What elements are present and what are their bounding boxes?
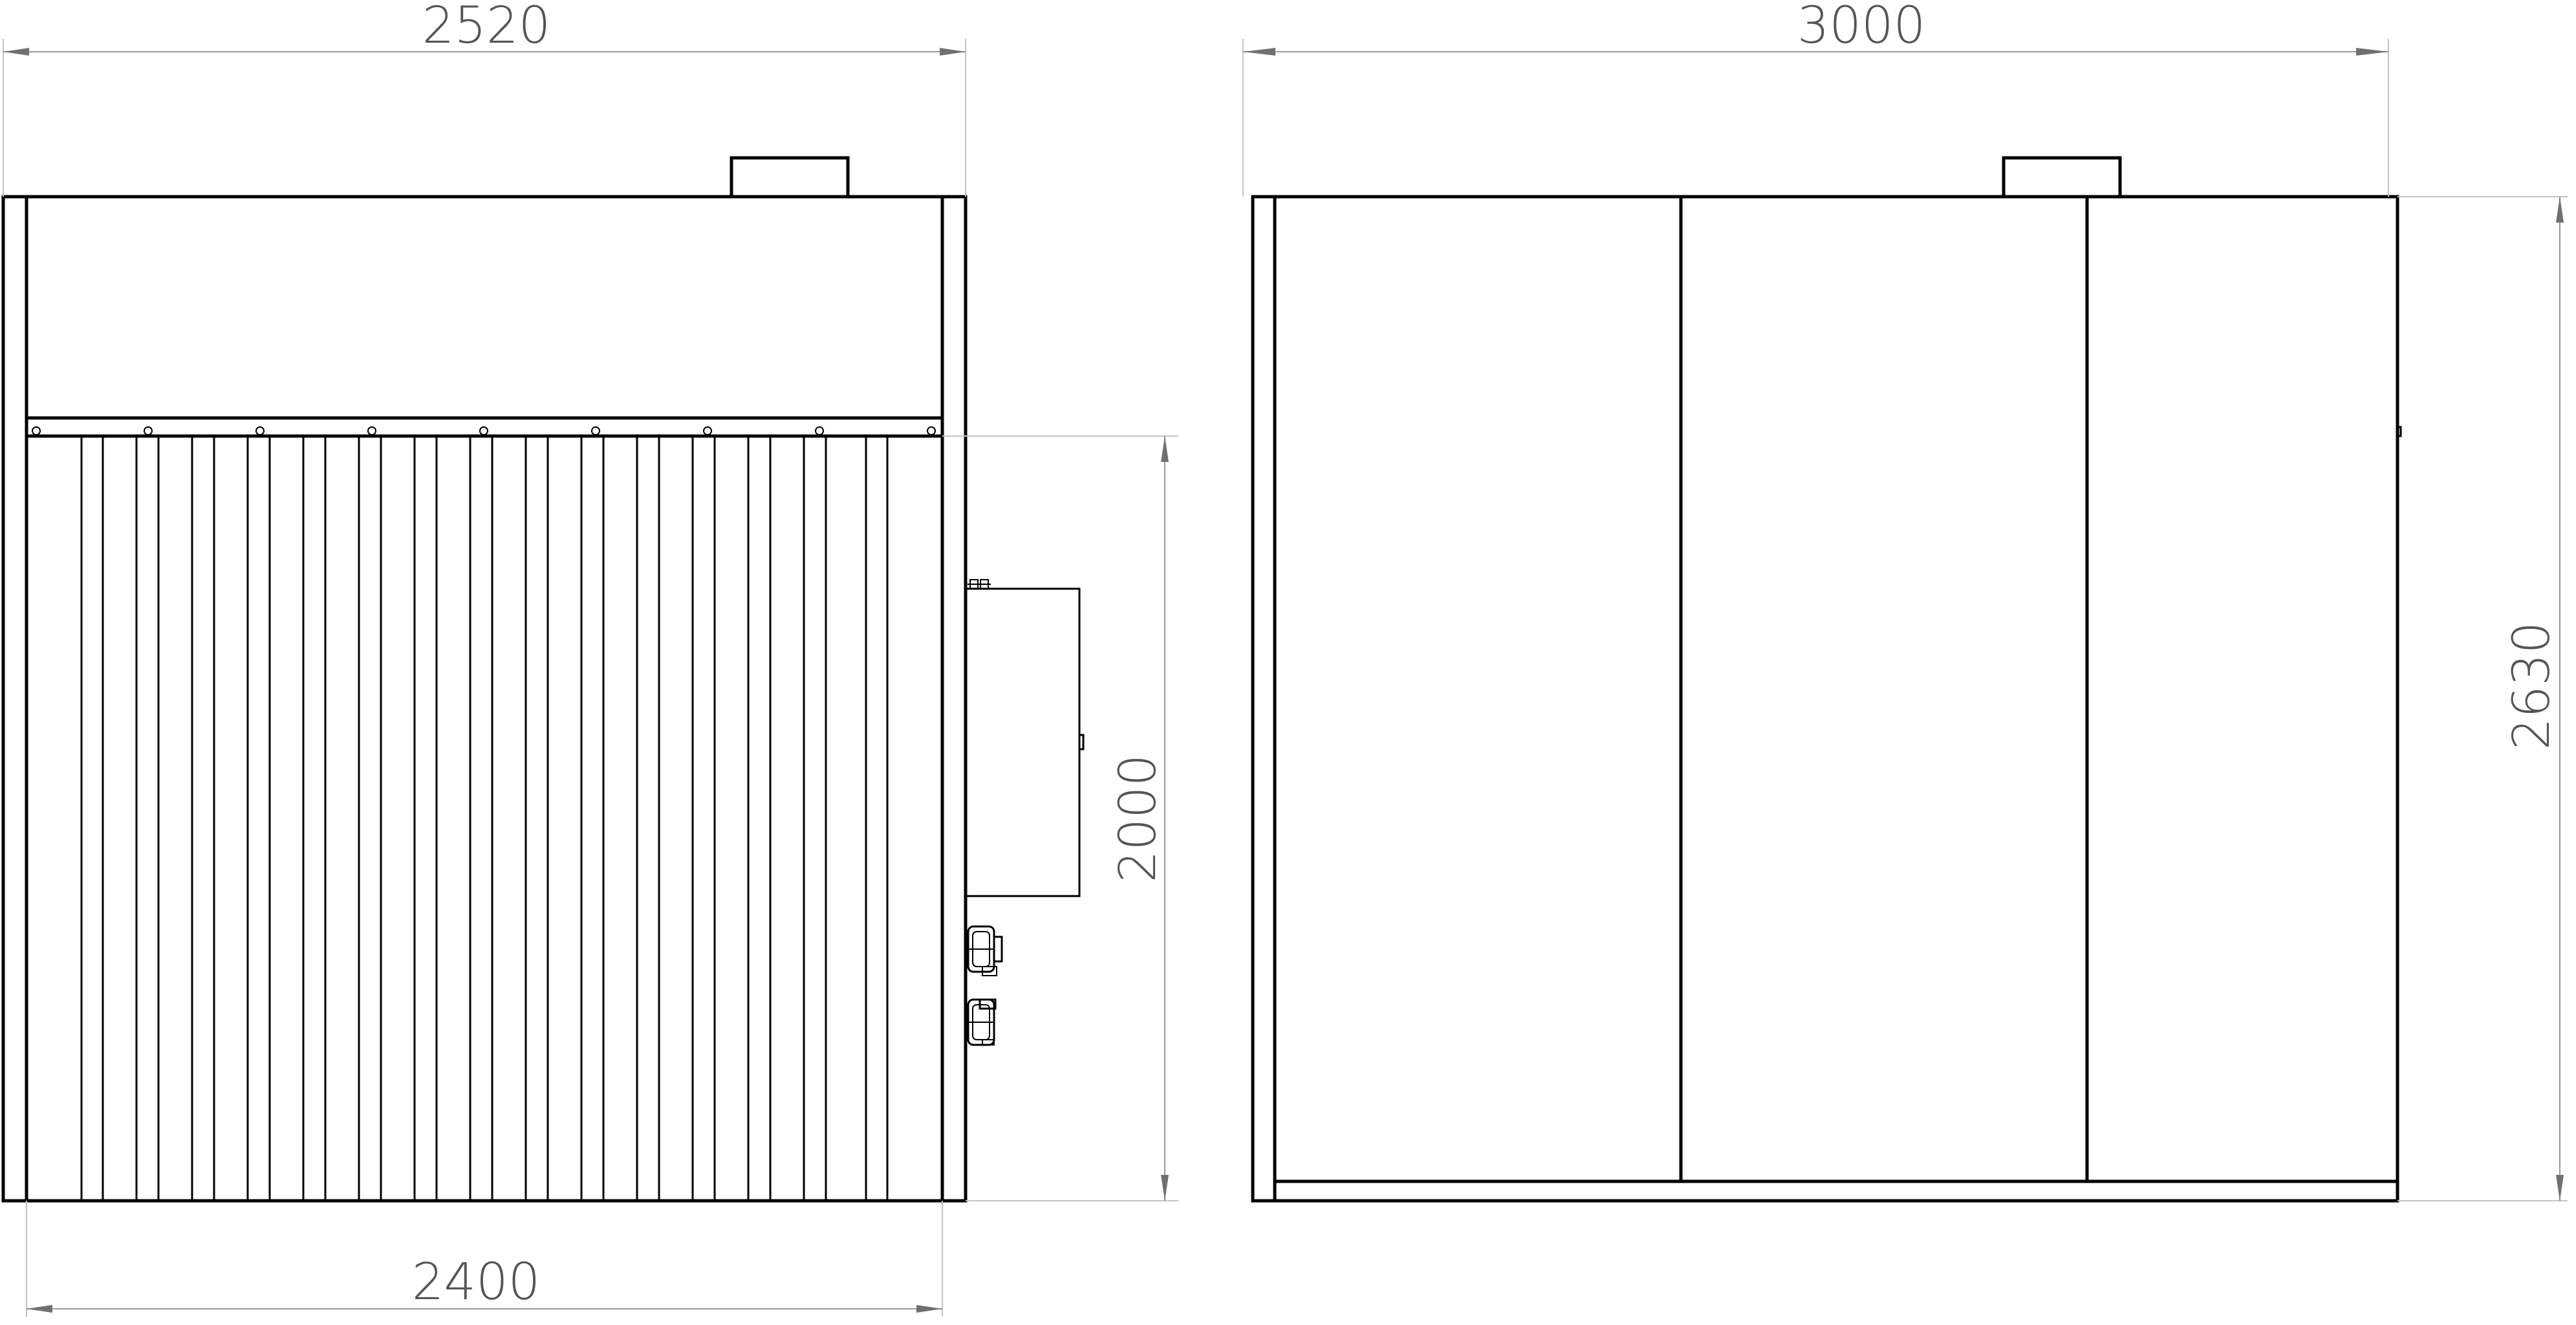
side-rail-bolt xyxy=(367,426,376,435)
side-rail-bolt xyxy=(32,426,41,435)
dim-arrow-3000-left xyxy=(1243,48,1275,56)
side-rail-bolt xyxy=(703,426,712,435)
front-outer-frame xyxy=(1251,195,2399,1203)
dim-arrow-2630-top xyxy=(2556,197,2564,223)
side-rail-bolt xyxy=(479,426,488,435)
side-dimensions: 2520 2400 2000 xyxy=(3,0,1178,1317)
dim-arrow-2400-right xyxy=(916,1305,942,1313)
front-dimensions: 3000 2630 xyxy=(1242,0,2568,1201)
side-rail-bolt xyxy=(144,426,153,435)
front-chimney xyxy=(2002,156,2122,199)
side-outer-frame xyxy=(1,195,968,1203)
side-rail-bolts xyxy=(32,426,936,435)
dim-arrow-2000-top xyxy=(1161,436,1169,462)
dim-arrow-2520-right xyxy=(940,48,966,56)
dim-label-2000: 2000 xyxy=(1109,754,1167,883)
side-rail-bolt xyxy=(255,426,265,435)
dim-label-3000: 3000 xyxy=(1797,0,1926,55)
dim-arrow-3000-right xyxy=(2356,48,2388,56)
side-panel-slats xyxy=(80,436,889,1201)
dim-arrow-2520-left xyxy=(3,48,29,56)
dim-label-2630: 2630 xyxy=(2503,622,2561,750)
front-view xyxy=(1251,156,2402,1203)
side-control-box-latch xyxy=(1078,734,1085,750)
side-view xyxy=(1,156,1085,1203)
side-rail-bolt xyxy=(591,426,600,435)
side-valve-2 xyxy=(967,998,997,1046)
dim-label-2400: 2400 xyxy=(412,1253,541,1311)
dim-arrow-2630-bottom xyxy=(2556,1175,2564,1201)
dim-label-2520: 2520 xyxy=(422,0,551,55)
side-rail-bolt xyxy=(927,426,936,435)
dim-arrow-2000-bottom xyxy=(1161,1175,1169,1201)
side-rail-bolt xyxy=(815,426,824,435)
side-control-box xyxy=(964,587,1081,897)
side-valve-1 xyxy=(967,925,1003,976)
side-chimney xyxy=(730,156,850,199)
dim-arrow-2400-left xyxy=(27,1305,52,1313)
front-side-handle xyxy=(2396,426,2402,437)
